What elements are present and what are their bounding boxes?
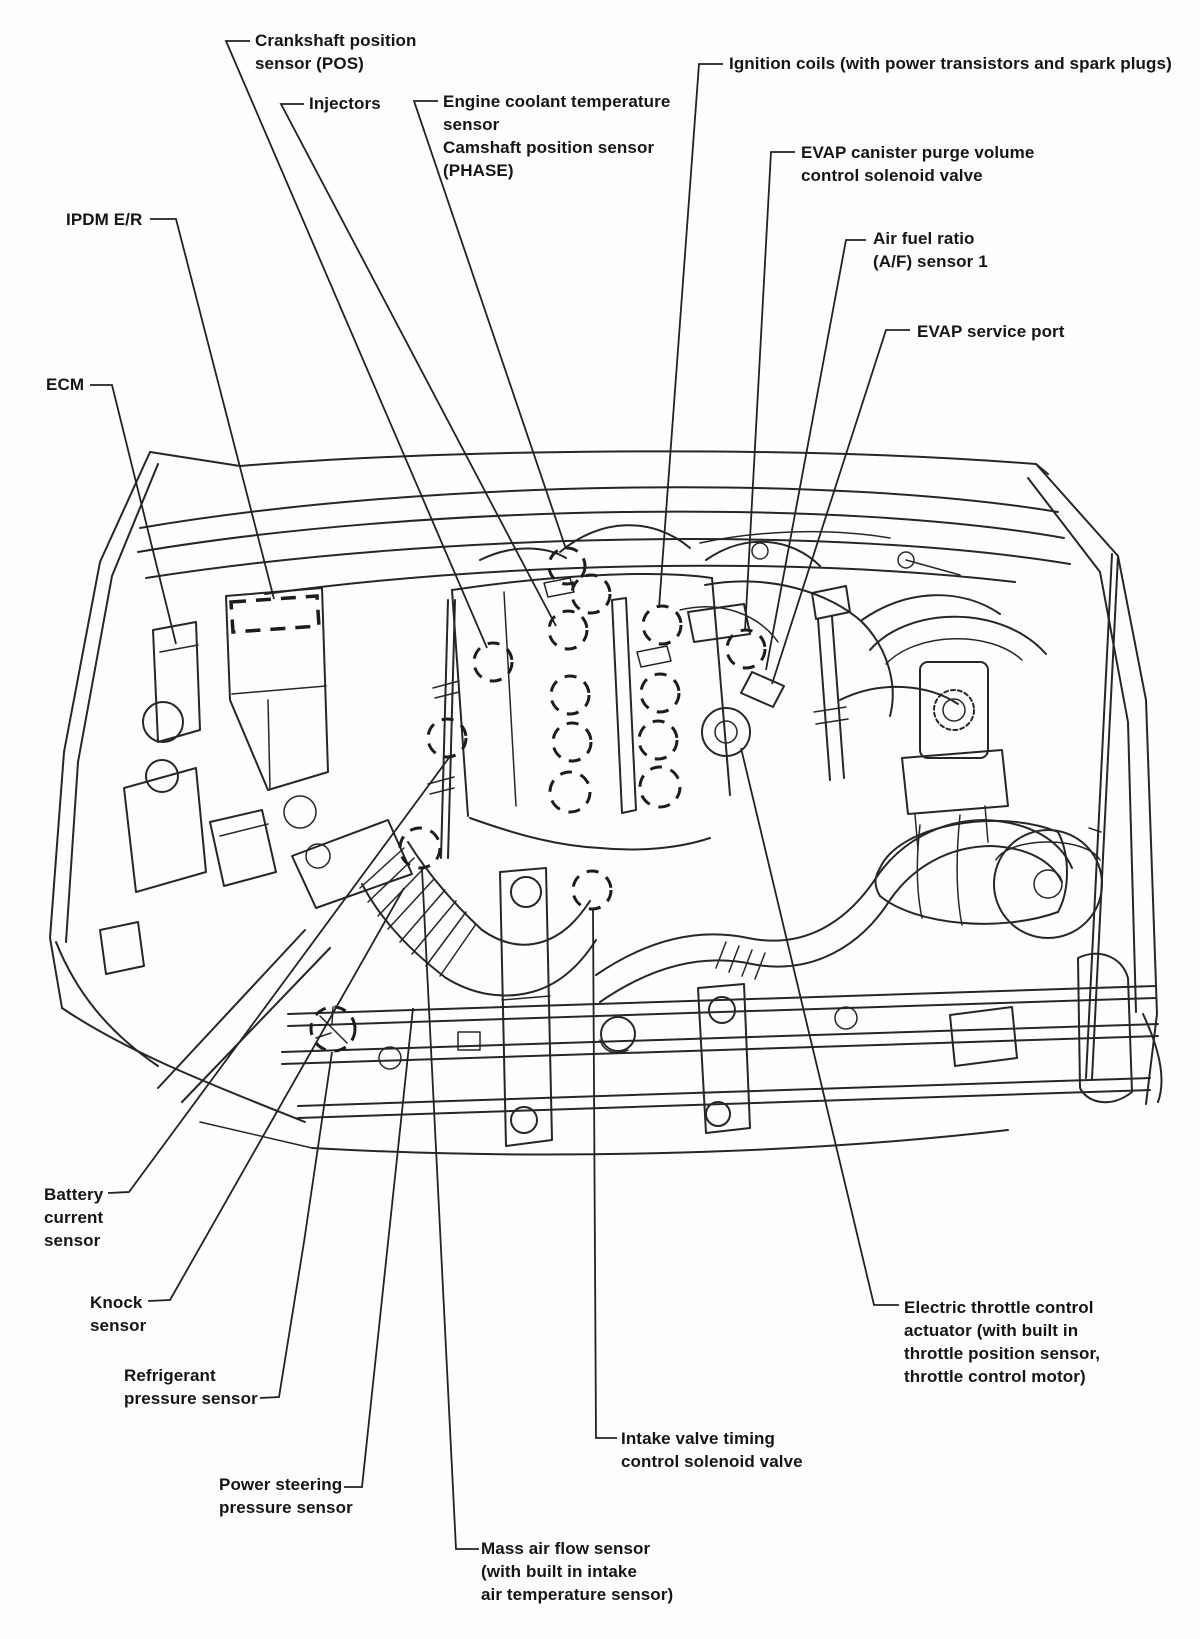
label-intake-valve-timing-solenoid: Intake valve timing control solenoid val… (621, 1427, 803, 1473)
callout-circle-ignition-coil (641, 604, 683, 646)
callout-circle-injector (549, 674, 591, 716)
label-line: (A/F) sensor 1 (873, 252, 988, 271)
label-battery-current-sensor: Battery current sensor (44, 1183, 103, 1252)
label-ecm: ECM (46, 373, 84, 396)
callout-circle-coolant-temp-sensor (547, 546, 587, 586)
leader-ignition-coils (658, 63, 723, 609)
callout-targets (229, 546, 767, 1053)
label-coolant-temp-camshaft-sensor: Engine coolant temperature sensor Camsha… (443, 90, 670, 182)
label-line: Intake valve timing (621, 1429, 776, 1448)
callout-circle-ignition-coil (638, 765, 682, 809)
label-mass-air-flow-sensor: Mass air flow sensor (with built in inta… (481, 1537, 673, 1606)
leader-crankshaft-pos (224, 40, 488, 649)
label-ipdm: IPDM E/R (66, 208, 142, 231)
label-line: Air fuel ratio (873, 229, 975, 248)
label-line: ECM (46, 375, 85, 394)
label-line: EVAP canister purge volume (801, 143, 1035, 162)
label-air-fuel-ratio-sensor: Air fuel ratio (A/F) sensor 1 (873, 227, 988, 273)
label-line: sensor (POS) (255, 54, 364, 73)
label-power-steering-pressure-sensor: Power steering pressure sensor (219, 1473, 353, 1519)
label-line: sensor (443, 115, 500, 134)
callout-circle-injector (547, 609, 589, 651)
label-line: Battery (44, 1185, 104, 1204)
label-evap-purge-valve: EVAP canister purge volume control solen… (801, 141, 1034, 187)
label-line: control solenoid valve (621, 1452, 803, 1471)
leader-intake-valve-timing (592, 909, 617, 1439)
label-line: Refrigerant (124, 1366, 216, 1385)
label-line: (with built in intake (481, 1562, 638, 1581)
label-line: Injectors (309, 94, 381, 113)
label-line: IPDM E/R (66, 210, 143, 229)
callout-ipdm-rect (229, 594, 321, 634)
callout-circle-crankshaft-sensor (472, 641, 514, 683)
label-knock-sensor: Knock sensor (90, 1291, 146, 1337)
callout-circle-battery-current-sensor (426, 717, 468, 759)
callout-circle-ignition-coil (639, 672, 681, 714)
callout-circle-injector (551, 721, 593, 763)
label-line: sensor (44, 1231, 101, 1250)
leader-af-sensor (765, 239, 866, 671)
leader-power-steering (344, 1007, 414, 1488)
label-line: Knock (90, 1293, 143, 1312)
label-line: Electric throttle control (904, 1298, 1094, 1317)
label-line: Camshaft position sensor (443, 138, 655, 157)
label-line: actuator (with built in (904, 1321, 1079, 1340)
label-line: throttle control motor) (904, 1367, 1086, 1386)
callout-circle-injector (548, 770, 592, 814)
leader-lines (90, 40, 910, 1550)
label-electric-throttle-actuator: Electric throttle control actuator (with… (904, 1296, 1100, 1388)
leader-ecm (90, 384, 177, 645)
callout-circle-camshaft-sensor (570, 573, 612, 615)
leader-evap-service (771, 329, 910, 685)
leader-electric-throttle (740, 747, 899, 1306)
label-ignition-coils: Ignition coils (with power transistors a… (729, 52, 1172, 75)
callout-circle-ignition-coil (637, 719, 679, 761)
callout-circle-refrigerant-sensor (309, 1005, 357, 1053)
label-refrigerant-pressure-sensor: Refrigerant pressure sensor (124, 1364, 258, 1410)
label-line: Mass air flow sensor (481, 1539, 651, 1558)
leader-injectors (279, 103, 557, 627)
callout-circle-maf-sensor (398, 826, 442, 870)
label-injectors: Injectors (309, 92, 381, 115)
leader-maf (421, 868, 479, 1550)
label-line: throttle position sensor, (904, 1344, 1101, 1363)
label-line: Crankshaft position (255, 31, 417, 50)
label-evap-service-port: EVAP service port (917, 320, 1065, 343)
label-line: pressure sensor (124, 1389, 258, 1408)
label-line: Engine coolant temperature (443, 92, 671, 111)
label-line: air temperature sensor) (481, 1585, 674, 1604)
label-line: Power steering (219, 1475, 343, 1494)
label-line: sensor (90, 1316, 147, 1335)
leader-battery-current (107, 754, 452, 1194)
callout-circle-evap-purge-valve (725, 628, 767, 670)
leader-refrigerant (259, 1051, 333, 1399)
callout-circle-intake-valve-timing (571, 869, 613, 911)
label-line: Ignition coils (with power transistors a… (729, 54, 1172, 73)
leader-ect-cam (412, 100, 567, 550)
leader-knock (147, 887, 405, 1302)
label-line: current (44, 1208, 104, 1227)
label-line: pressure sensor (219, 1498, 353, 1517)
label-line: control solenoid valve (801, 166, 983, 185)
leader-ipdm (150, 218, 275, 600)
label-line: EVAP service port (917, 322, 1065, 341)
label-line: (PHASE) (443, 161, 514, 180)
label-crankshaft-position-sensor: Crankshaft position sensor (POS) (255, 29, 417, 75)
leader-evap-purge (744, 151, 795, 632)
engine-bay-drawing (49, 450, 1163, 1156)
